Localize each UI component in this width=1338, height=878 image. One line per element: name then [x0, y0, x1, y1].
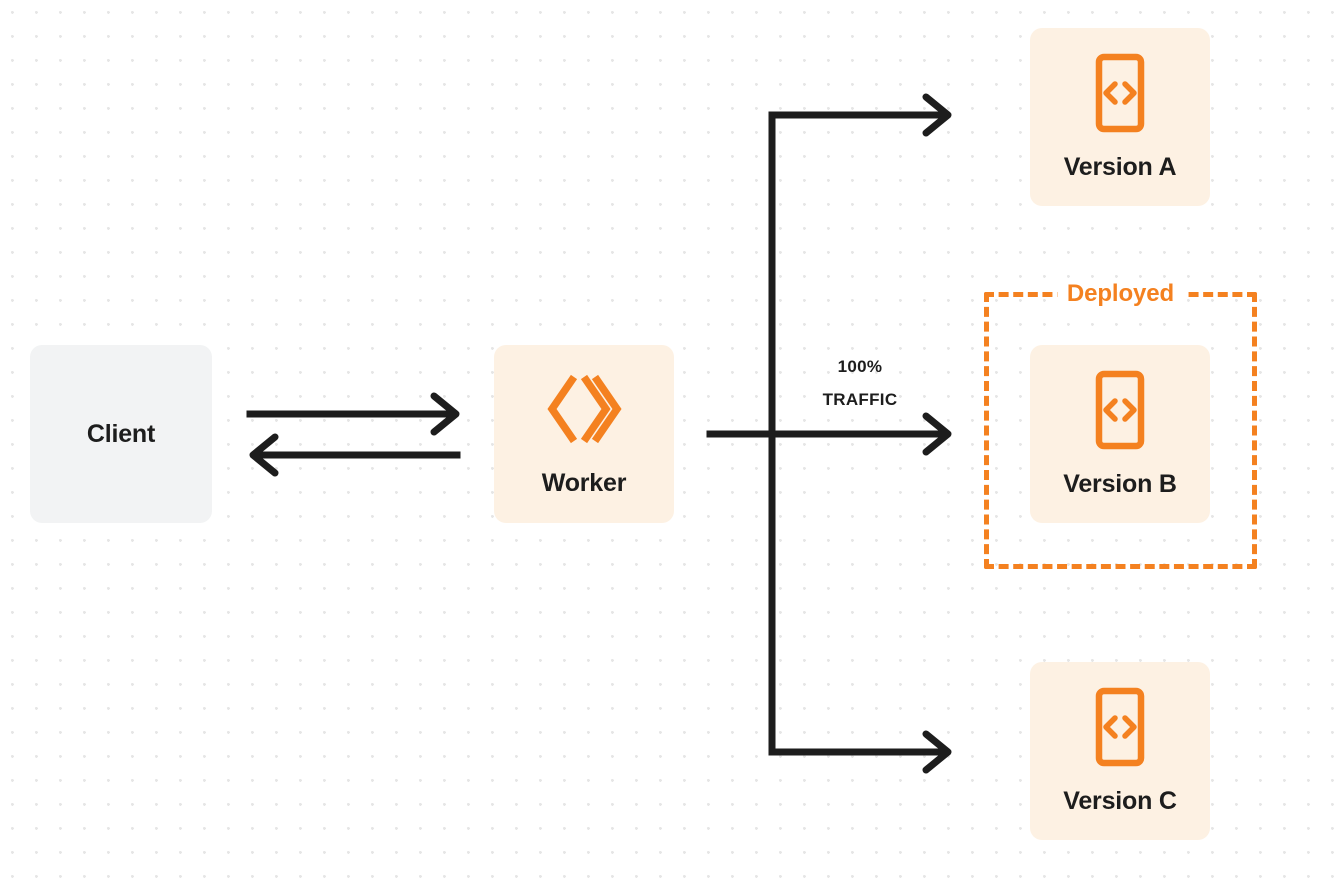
code-file-icon	[1090, 53, 1150, 133]
node-version-c-label: Version C	[1063, 786, 1177, 815]
arrowhead-version-b	[922, 412, 952, 456]
node-version-b[interactable]: Version B	[1030, 345, 1210, 523]
arrowhead-client-to-worker	[430, 392, 460, 436]
node-worker-label: Worker	[541, 468, 627, 497]
node-version-c[interactable]: Version C	[1030, 662, 1210, 840]
traffic-word: TRAFFIC	[822, 390, 898, 409]
node-version-a[interactable]: Version A	[1030, 28, 1210, 206]
deployed-group: Deployed	[984, 280, 1257, 569]
traffic-label: 100% TRAFFIC	[790, 350, 930, 416]
arrowhead-version-a	[922, 93, 952, 137]
node-client[interactable]: Client	[30, 345, 212, 523]
node-version-b-label: Version B	[1063, 469, 1177, 498]
cloudflare-workers-logo-icon	[545, 371, 623, 447]
traffic-percent: 100%	[837, 357, 883, 376]
arrowhead-version-c	[922, 730, 952, 774]
code-file-icon	[1090, 370, 1150, 450]
node-worker[interactable]: Worker	[494, 345, 674, 523]
node-client-label: Client	[86, 419, 156, 448]
arrowhead-worker-to-client	[249, 433, 279, 477]
deployed-group-label: Deployed	[1056, 280, 1185, 308]
code-file-icon	[1090, 687, 1150, 767]
node-version-a-label: Version A	[1063, 152, 1177, 181]
